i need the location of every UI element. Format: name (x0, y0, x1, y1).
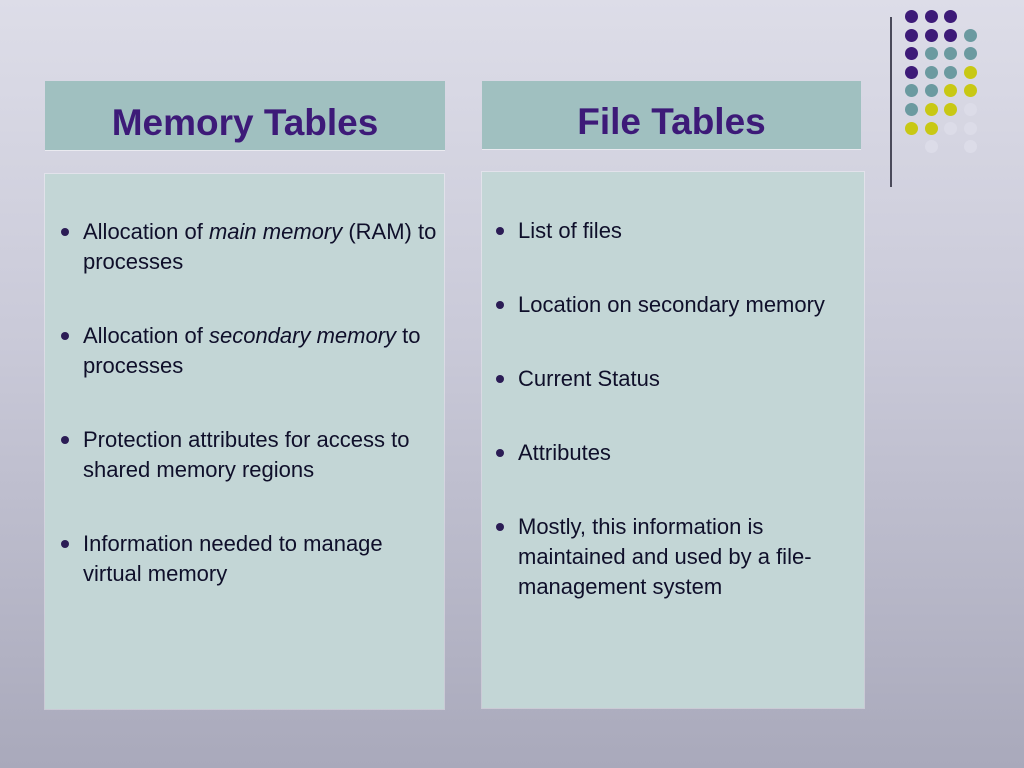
bullet-item: Allocation of main memory (RAM) to proce… (59, 217, 439, 277)
bullet-text: Allocation of (83, 323, 209, 348)
bullet-dot-icon (496, 523, 504, 531)
decorative-dot-icon (905, 84, 918, 98)
decorative-dot-icon (924, 10, 938, 23)
bullet-text: Mostly, this information is maintained a… (518, 514, 812, 599)
decorative-divider-line (890, 17, 892, 187)
bullet-text: to processes (83, 323, 421, 378)
decorative-dot-icon (924, 28, 938, 42)
bullet-text: List of files (518, 218, 622, 243)
decorative-dot-icon (944, 84, 957, 98)
file-tables-title: File Tables (577, 101, 766, 142)
decorative-dot-icon (905, 10, 918, 23)
bullet-dot-icon (61, 540, 69, 548)
bullet-item: Mostly, this information is maintained a… (494, 512, 854, 602)
bullet-item: Current Status (494, 364, 854, 394)
decorative-dot-icon (963, 103, 977, 116)
bullet-item: Protection attributes for access to shar… (59, 425, 439, 485)
decorative-dot-icon (963, 47, 977, 61)
bullet-dot-icon (496, 375, 504, 383)
memory-tables-header: Memory Tables (45, 81, 445, 150)
file-tables-content: List of files Location on secondary memo… (482, 172, 864, 708)
decorative-dot-icon (963, 65, 977, 79)
memory-tables-title: Memory Tables (111, 102, 379, 143)
bullet-dot-icon (61, 228, 69, 236)
bullet-emphasis: secondary memory (208, 323, 397, 348)
decorative-dot-icon (924, 84, 938, 98)
decorative-dot-icon (905, 47, 918, 61)
bullet-text: Protection attributes for access to shar… (83, 427, 410, 482)
bullet-item: Information needed to manage virtual mem… (59, 529, 439, 589)
decorative-dot-icon (963, 140, 977, 154)
bullet-dot-icon (61, 436, 69, 444)
bullet-text: Current Status (518, 366, 660, 391)
decorative-dot-icon (924, 103, 938, 116)
bullet-emphasis: main memory (208, 219, 343, 244)
bullet-item: Location on secondary memory (494, 290, 854, 320)
decorative-dot-icon (944, 28, 957, 42)
bullet-text: Allocation of (83, 219, 209, 244)
bullet-dot-icon (61, 332, 69, 340)
bullet-dot-icon (496, 227, 504, 235)
bullet-dot-icon (496, 301, 504, 309)
bullet-item: Attributes (494, 438, 854, 468)
decorative-dots-grid (905, 10, 1005, 170)
decorative-dot-icon (924, 121, 938, 135)
memory-tables-content: Allocation of main memory (RAM) to proce… (45, 174, 444, 709)
decorative-dot-icon (905, 65, 918, 79)
decorative-dot-icon (944, 10, 957, 23)
bullet-dot-icon (496, 449, 504, 457)
bullet-text: Location on secondary memory (518, 292, 825, 317)
decorative-dot-icon (963, 28, 977, 42)
decorative-dot-icon (944, 103, 957, 116)
decorative-dot-icon (905, 103, 918, 116)
decorative-dot-icon (924, 65, 938, 79)
decorative-dot-icon (944, 121, 957, 135)
file-tables-header: File Tables (482, 81, 861, 149)
decorative-dot-icon (944, 47, 957, 61)
bullet-text: Information needed to manage virtual mem… (83, 531, 383, 586)
memory-tables-bullet-list: Allocation of main memory (RAM) to proce… (59, 217, 439, 633)
bullet-text: Attributes (518, 440, 611, 465)
bullet-item: List of files (494, 216, 854, 246)
decorative-dot-icon (924, 140, 938, 154)
decorative-dot-icon (924, 47, 938, 61)
decorative-dot-icon (905, 121, 918, 135)
decorative-dot-icon (905, 28, 918, 42)
file-tables-bullet-list: List of files Location on secondary memo… (494, 216, 854, 646)
decorative-dot-icon (963, 84, 977, 98)
decorative-dot-icon (944, 65, 957, 79)
bullet-text: (RAM) to processes (83, 219, 437, 274)
bullet-item: Allocation of secondary memory to proces… (59, 321, 439, 381)
decorative-dot-icon (963, 121, 977, 135)
